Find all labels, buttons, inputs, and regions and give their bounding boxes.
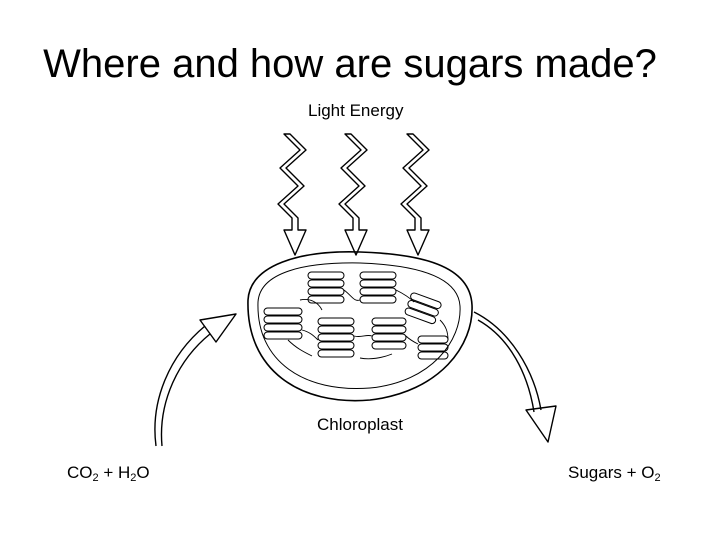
reactants-formula: CO2 + H2O	[67, 463, 150, 484]
chloroplast-label: Chloroplast	[317, 415, 403, 434]
plus-sign: +	[98, 463, 118, 482]
output-arrow	[473, 311, 557, 443]
co-text: CO	[67, 463, 93, 482]
products-formula: Sugars + O2	[568, 463, 661, 484]
co-subscript: 2	[92, 472, 99, 484]
o2-subscript: 2	[654, 472, 661, 484]
h-text: H	[118, 463, 131, 482]
light-energy-label: Light Energy	[308, 101, 404, 120]
light-arrow-3	[400, 133, 430, 256]
grana-stacks	[263, 271, 449, 360]
chloroplast	[247, 251, 473, 402]
page-title: Where and how are sugars made?	[43, 42, 657, 86]
sugars-text: Sugars + O	[568, 463, 655, 482]
light-arrow-2	[338, 133, 368, 256]
stroma-lamellae	[287, 289, 449, 360]
input-arrow	[154, 313, 237, 447]
o-text: O	[136, 463, 150, 482]
light-arrow-1	[277, 133, 307, 256]
h-subscript: 2	[130, 472, 137, 484]
